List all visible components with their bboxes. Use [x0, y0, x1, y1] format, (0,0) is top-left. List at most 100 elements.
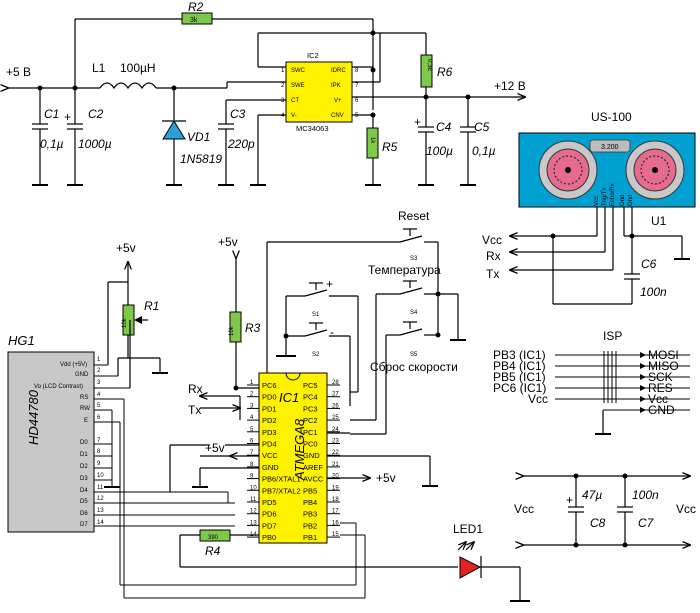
svg-text:Vcc: Vcc: [594, 196, 600, 206]
svg-text:GND: GND: [648, 403, 675, 417]
svg-text:22: 22: [332, 450, 339, 456]
temp-label: Температура: [368, 263, 441, 277]
svg-text:27: 27: [332, 392, 339, 398]
svg-text:15: 15: [332, 532, 339, 538]
svg-text:3: 3: [250, 403, 254, 409]
l1-ref: L1: [92, 61, 106, 75]
c5-ref: C5: [474, 120, 490, 134]
svg-text:2: 2: [97, 368, 101, 374]
svg-text:20: 20: [332, 474, 339, 480]
r1-ref: R1: [144, 299, 159, 313]
plus12v-label: +12 В: [494, 79, 526, 93]
svg-text:GND: GND: [75, 372, 89, 378]
svg-text:11: 11: [97, 485, 104, 491]
svg-text:9: 9: [97, 461, 101, 467]
svg-text:Tx: Tx: [188, 403, 201, 417]
svg-text:PB5: PB5: [303, 486, 317, 495]
svg-text:S4: S4: [410, 310, 418, 316]
svg-text:1: 1: [97, 357, 101, 363]
r5-ref: R5: [382, 140, 398, 154]
svg-text:S5: S5: [410, 352, 418, 358]
c6-val: 100n: [640, 285, 667, 299]
svg-text:GND: GND: [303, 451, 320, 460]
svg-text:PC1: PC1: [303, 428, 318, 437]
svg-text:1: 1: [250, 380, 254, 386]
svg-text:Rx: Rx: [486, 249, 501, 263]
svg-text:PB5 (IC1): PB5 (IC1): [493, 370, 546, 384]
svg-text:MISO: MISO: [648, 359, 679, 373]
svg-text:E: E: [84, 418, 88, 424]
c2-ref: C2: [88, 107, 104, 121]
svg-text:6: 6: [250, 439, 254, 445]
svg-text:Vcc: Vcc: [648, 392, 668, 406]
svg-text:19: 19: [332, 485, 339, 491]
svg-text:23: 23: [332, 439, 339, 445]
us100-title: US-100: [591, 110, 632, 124]
c8-ref: C8: [590, 516, 606, 530]
svg-text:7: 7: [250, 450, 254, 456]
svg-text:PB1: PB1: [303, 533, 317, 542]
svg-text:CT: CT: [291, 98, 299, 104]
svg-text:PC2: PC2: [303, 416, 318, 425]
ic1-name: ATMEGA8: [292, 418, 307, 481]
svg-text:AREF: AREF: [303, 463, 323, 472]
svg-text:IDRC: IDRC: [331, 68, 346, 74]
svg-text:RW: RW: [80, 406, 90, 412]
svg-text:PB3: PB3: [303, 510, 317, 519]
us100-val: 3.200: [601, 144, 619, 151]
svg-text:Trig/Tx: Trig/Tx: [602, 188, 608, 206]
r4-ref: R4: [205, 544, 221, 558]
svg-text:Vdd (+5V): Vdd (+5V): [60, 362, 87, 368]
svg-text:PB6/XTAL1: PB6/XTAL1: [262, 475, 301, 484]
svg-text:S3: S3: [410, 256, 418, 262]
hd44780-lcd: HG1 HD44780 Vdd (+5V) GND Vo (LCD Contra…: [7, 241, 366, 599]
svg-text:SCK: SCK: [648, 370, 673, 384]
svg-text:+5v: +5v: [376, 471, 396, 485]
svg-text:6: 6: [355, 98, 359, 104]
l1-val: 100µH: [120, 61, 156, 75]
svg-text:Vcc: Vcc: [528, 392, 548, 406]
svg-text:D1: D1: [80, 452, 88, 458]
r5-val: 1k: [369, 137, 375, 144]
svg-text:8: 8: [250, 462, 254, 468]
svg-text:26: 26: [332, 403, 339, 409]
c1-ref: C1: [44, 107, 59, 121]
svg-text:3: 3: [281, 98, 285, 104]
svg-text:+: +: [414, 115, 421, 129]
power-supply-section: +5 В C1 0,1µ + C2 1000µ 3k R2 L1 100µH V…: [6, 0, 526, 186]
svg-text:5: 5: [355, 113, 359, 119]
hg1-ref: HG1: [8, 333, 35, 348]
svg-text:+: +: [64, 110, 71, 124]
us100-sensor-left: [538, 140, 598, 200]
svg-text:7: 7: [355, 83, 359, 89]
svg-text:18: 18: [332, 497, 339, 503]
svg-text:2: 2: [250, 392, 254, 398]
led1-ref: LED1: [453, 522, 483, 536]
svg-text:D0: D0: [80, 440, 88, 446]
us100-sensor-right: [625, 140, 685, 200]
svg-text:14: 14: [97, 520, 104, 526]
svg-text:Vcc: Vcc: [676, 502, 696, 516]
svg-text:MOSI: MOSI: [648, 348, 679, 362]
svg-text:RS: RS: [80, 395, 88, 401]
ic1-right-wiring: +5v: [327, 432, 438, 487]
c5-val: 0,1µ: [472, 144, 496, 158]
svg-text:-: -: [330, 325, 334, 339]
c6-ref: C6: [641, 257, 657, 271]
svg-text:12: 12: [250, 509, 257, 515]
svg-text:4: 4: [281, 113, 285, 119]
svg-text:PC6 (IC1): PC6 (IC1): [493, 381, 546, 395]
vd1-val: 1N5819: [180, 152, 222, 166]
ic2-ref: IC2: [307, 51, 319, 60]
svg-text:Vcc: Vcc: [482, 233, 502, 247]
svg-text:V-: V-: [291, 113, 297, 119]
svg-text:PD0: PD0: [262, 393, 277, 402]
svg-text:PC5: PC5: [303, 381, 318, 390]
svg-text:Rx: Rx: [188, 382, 203, 396]
svg-text:+: +: [326, 277, 333, 291]
svg-text:3: 3: [97, 380, 101, 386]
svg-text:PB7/XTAL2: PB7/XTAL2: [262, 486, 301, 495]
svg-text:21: 21: [332, 462, 339, 468]
